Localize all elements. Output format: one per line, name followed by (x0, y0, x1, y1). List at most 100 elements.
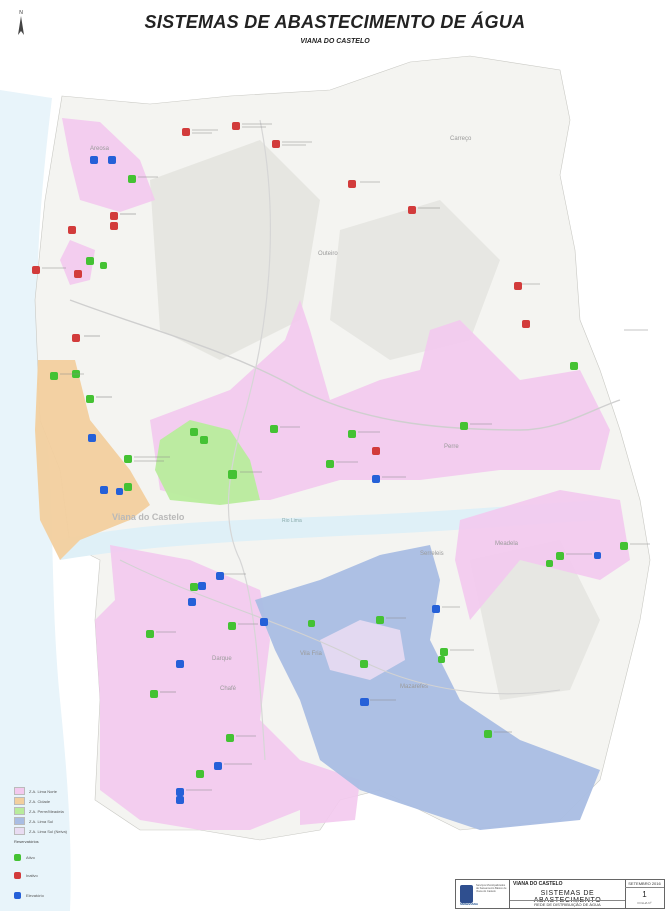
reservoir-active-marker[interactable] (200, 436, 208, 444)
reservoir-active-marker[interactable] (128, 175, 136, 183)
reservoir-active-marker[interactable] (228, 470, 237, 479)
place-label: Perre (444, 444, 459, 450)
title-block-sheet-label: FOLHA Nº (637, 901, 652, 905)
reservoir-lift-marker[interactable] (198, 582, 206, 590)
title-block: Serviços Municipalizados de Saneamento B… (455, 879, 665, 909)
reservoir-active-marker[interactable] (348, 430, 356, 438)
organization-logo: Serviços Municipalizados de Saneamento B… (458, 882, 508, 906)
title-block-date: SETEMBRO 2016 (625, 881, 664, 888)
zone-perre-meadela (155, 420, 260, 505)
legend-swatch (14, 827, 25, 835)
reservoir-active-marker[interactable] (270, 425, 278, 433)
reservoir-active-marker[interactable] (50, 372, 58, 380)
legend-points-heading: Reservatórios (14, 839, 39, 844)
reservoir-inactive-marker[interactable] (32, 266, 40, 274)
zone-lima-sul-pink (95, 545, 300, 830)
reservoir-lift-marker[interactable] (214, 762, 222, 770)
road-a (69, 299, 621, 431)
reservoir-inactive-marker[interactable] (232, 122, 240, 130)
reservoir-inactive-marker[interactable] (522, 320, 530, 328)
title-block-sheet-number: 1 (642, 890, 647, 899)
reservoir-active-marker[interactable] (460, 422, 468, 430)
reservoir-active-marker[interactable] (570, 362, 578, 370)
legend-zone-item: Z.A. Lima Sul (Neiva) (14, 827, 67, 835)
reservoir-active-marker[interactable] (556, 552, 564, 560)
title-block-meta: SETEMBRO 2016 1 FOLHA Nº (625, 880, 664, 908)
reservoir-lift-marker[interactable] (432, 605, 440, 613)
reservoir-inactive-marker[interactable] (110, 212, 118, 220)
river-lima (60, 500, 600, 560)
legend-zone-item: Z.A. Lima Norte (14, 787, 57, 795)
place-label: Darque (212, 656, 232, 662)
reservoir-inactive-marker[interactable] (348, 180, 356, 188)
reservoir-lift-marker[interactable] (176, 788, 184, 796)
logo-mark-icon (460, 885, 473, 903)
reservoir-active-marker[interactable] (190, 428, 198, 436)
zone-lima-norte-a (62, 118, 155, 212)
reservoir-active-marker[interactable] (190, 583, 198, 591)
legend-point-item: Ativo (14, 853, 35, 861)
reservoir-lift-marker[interactable] (108, 156, 116, 164)
road-c (119, 559, 561, 695)
place-label: Meadela (495, 541, 519, 547)
reservoir-active-marker[interactable] (124, 455, 132, 463)
reservoir-active-marker[interactable] (546, 560, 553, 567)
reservoir-lift-marker[interactable] (360, 698, 369, 706)
reservoir-lift-marker[interactable] (116, 488, 123, 495)
reservoir-active-marker[interactable] (620, 542, 628, 550)
legend-swatch (14, 807, 25, 815)
place-label: Viana do Castelo (112, 512, 185, 522)
reservoir-active-marker[interactable] (360, 660, 368, 668)
zone-lima-sul (255, 545, 600, 830)
map-title: SISTEMAS DE ABASTECIMENTO DE ÁGUA (144, 12, 526, 32)
place-label: Rio Lima (282, 518, 302, 524)
legend-label: Z.A. Lima Sul (29, 818, 54, 824)
reservoir-active-marker[interactable] (326, 460, 334, 468)
organization-name: Serviços Municipalizados de Saneamento B… (476, 884, 507, 894)
reservoir-active-marker[interactable] (376, 616, 384, 624)
reservoir-lift-marker[interactable] (594, 552, 601, 559)
reservoir-active-marker[interactable] (196, 770, 204, 778)
place-label: Areosa (90, 146, 110, 152)
reservoir-active-marker[interactable] (484, 730, 492, 738)
reservoir-active-marker[interactable] (308, 620, 315, 627)
place-label: Outeiro (318, 251, 338, 257)
reservoir-markers (32, 122, 628, 804)
title-block-municipality: VIANA DO CASTELO (513, 881, 563, 887)
reservoir-inactive-marker[interactable] (408, 206, 416, 214)
reservoir-active-marker[interactable] (228, 622, 236, 630)
hills-north (150, 140, 320, 360)
reservoir-lift-marker[interactable] (176, 796, 184, 804)
reservoir-inactive-marker[interactable] (74, 270, 82, 278)
reservoir-lift-marker[interactable] (372, 475, 380, 483)
place-label: Vila Fria (300, 651, 323, 657)
reservoir-inactive-marker[interactable] (72, 334, 80, 342)
reservoir-active-marker[interactable] (86, 395, 94, 403)
reservoir-active-marker[interactable] (86, 257, 94, 265)
legend-point-item: Elevatório (14, 891, 44, 899)
reservoir-inactive-marker[interactable] (182, 128, 190, 136)
reservoir-active-marker[interactable] (150, 690, 158, 698)
reservoir-lift-marker[interactable] (188, 598, 196, 606)
reservoir-lift-marker[interactable] (88, 434, 96, 442)
reservoir-lift-marker[interactable] (90, 156, 98, 164)
reservoir-inactive-marker[interactable] (514, 282, 522, 290)
reservoir-inactive-marker[interactable] (372, 447, 380, 455)
reservoir-active-marker[interactable] (226, 734, 234, 742)
reservoir-inactive-marker[interactable] (272, 140, 280, 148)
reservoir-inactive-marker[interactable] (68, 226, 76, 234)
reservoir-lift-marker[interactable] (216, 572, 224, 580)
legend-zone-item: Z.A. Perre/Meadela (14, 807, 64, 815)
reservoir-active-marker[interactable] (440, 648, 448, 656)
reservoir-active-marker[interactable] (438, 656, 445, 663)
reservoir-active-marker[interactable] (100, 262, 107, 269)
legend-swatch (14, 787, 25, 795)
legend-label: Elevatório (26, 892, 44, 898)
reservoir-active-marker[interactable] (124, 483, 132, 491)
reservoir-inactive-marker[interactable] (110, 222, 118, 230)
reservoir-lift-marker[interactable] (100, 486, 108, 494)
reservoir-lift-marker[interactable] (260, 618, 268, 626)
reservoir-lift-marker[interactable] (176, 660, 184, 668)
reservoir-active-marker[interactable] (146, 630, 154, 638)
